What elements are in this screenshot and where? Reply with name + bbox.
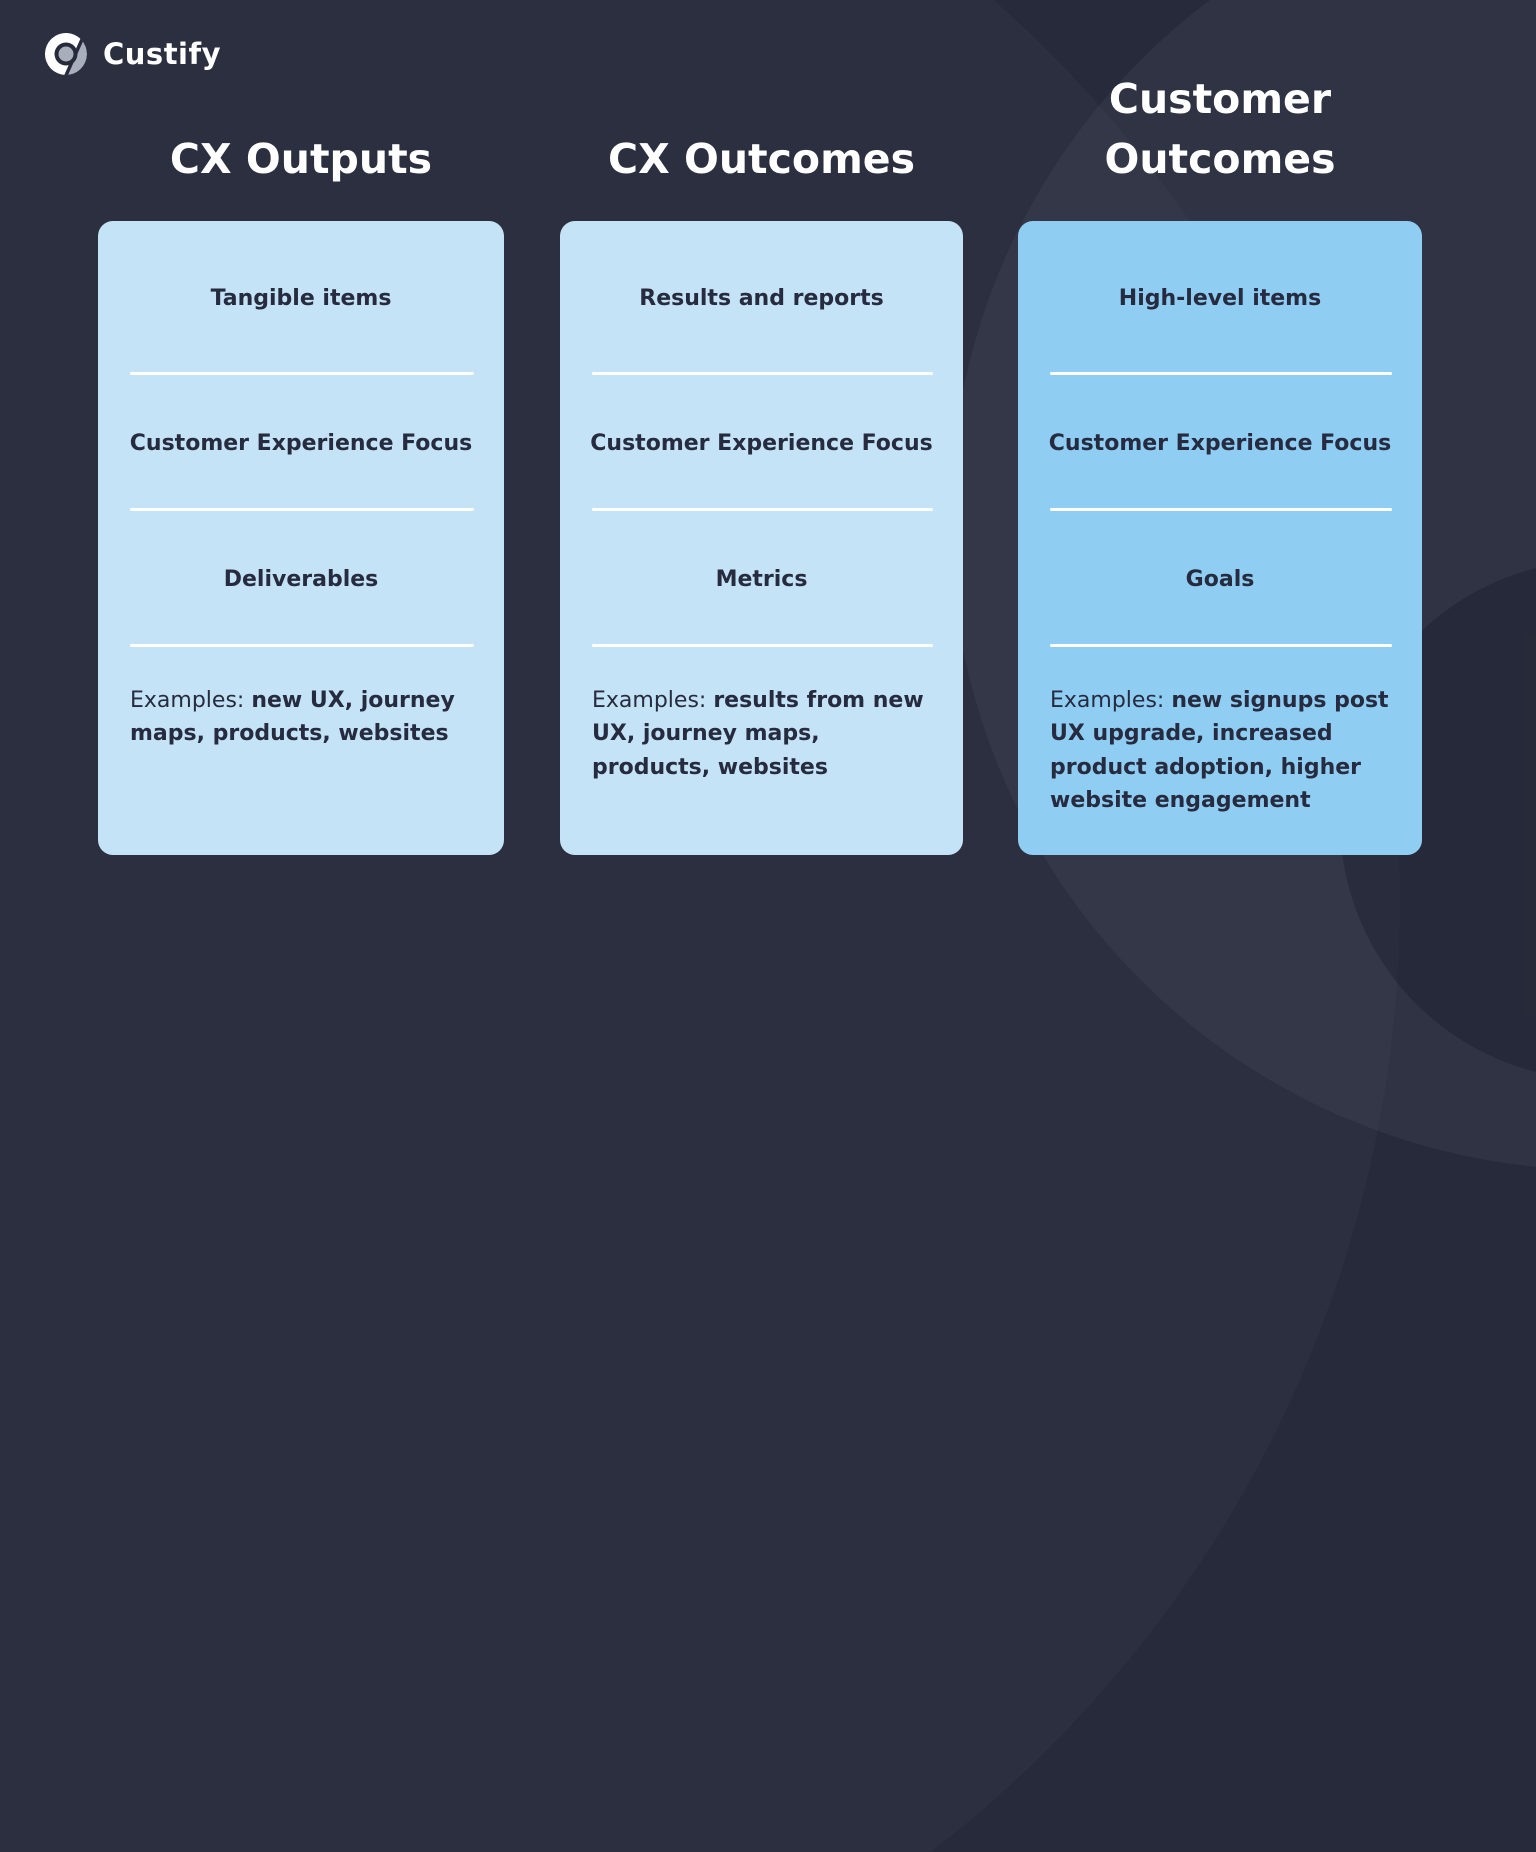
divider [1050, 372, 1392, 375]
examples-value: results from new UX, journey maps, produ… [592, 688, 924, 780]
card-row: Tangible items [98, 221, 504, 375]
card-row: Results and reports [560, 221, 963, 375]
column-header: Customer Outcomes [1018, 0, 1422, 221]
card-row-label: Results and reports [639, 285, 884, 311]
card-row-label: Customer Experience Focus [1048, 430, 1392, 456]
card-row-label: Tangible items [210, 285, 392, 311]
card-cx-outputs: Tangible items Customer Experience Focus… [98, 221, 504, 855]
column-header-text: Customer Outcomes [1104, 75, 1336, 184]
column-cx-outputs: CX Outputs Tangible items Customer Exper… [98, 0, 504, 855]
divider [1050, 508, 1392, 511]
divider [1050, 644, 1392, 647]
examples-text: Examples: new signups post UX upgrade, i… [1018, 647, 1422, 855]
column-header: CX Outputs [98, 0, 504, 221]
card-row: Customer Experience Focus [98, 375, 504, 511]
examples-value: new UX, journey maps, products, websites [130, 688, 455, 747]
divider [130, 372, 474, 375]
card-row-label: Deliverables [223, 566, 379, 592]
column-header-text: CX Outputs [169, 135, 433, 184]
card-row: Deliverables [98, 511, 504, 647]
divider [130, 508, 474, 511]
card-customer-outcomes: High-level items Customer Experience Foc… [1018, 221, 1422, 855]
column-header: CX Outcomes [560, 0, 963, 221]
card-row-label: High-level items [1118, 285, 1322, 311]
column-cx-outcomes: CX Outcomes Results and reports Customer… [560, 0, 963, 855]
card-row-label: Goals [1185, 566, 1255, 592]
card-row: Metrics [560, 511, 963, 647]
divider [592, 372, 933, 375]
examples-text: Examples: new UX, journey maps, products… [98, 647, 504, 855]
examples-label: Examples: [592, 688, 714, 713]
comparison-board: CX Outputs Tangible items Customer Exper… [98, 0, 1422, 855]
custify-logo-icon [42, 30, 87, 78]
card-row: Customer Experience Focus [1018, 375, 1422, 511]
brand-header: Custify [42, 30, 221, 78]
card-row: High-level items [1018, 221, 1422, 375]
examples-text: Examples: results from new UX, journey m… [560, 647, 963, 855]
card-cx-outcomes: Results and reports Customer Experience … [560, 221, 963, 855]
examples-label: Examples: [130, 688, 252, 713]
divider [592, 508, 933, 511]
examples-value: new signups post UX upgrade, increased p… [1050, 688, 1389, 814]
divider [592, 644, 933, 647]
column-header-text: CX Outcomes [607, 135, 916, 184]
card-row-label: Customer Experience Focus [129, 430, 473, 456]
card-row: Customer Experience Focus [560, 375, 963, 511]
card-row-label: Customer Experience Focus [590, 430, 933, 456]
brand-name: Custify [103, 37, 222, 71]
card-row-label: Metrics [715, 566, 808, 592]
column-customer-outcomes: Customer Outcomes High-level items Custo… [1018, 0, 1422, 855]
examples-label: Examples: [1050, 688, 1172, 713]
divider [130, 644, 474, 647]
card-row: Goals [1018, 511, 1422, 647]
